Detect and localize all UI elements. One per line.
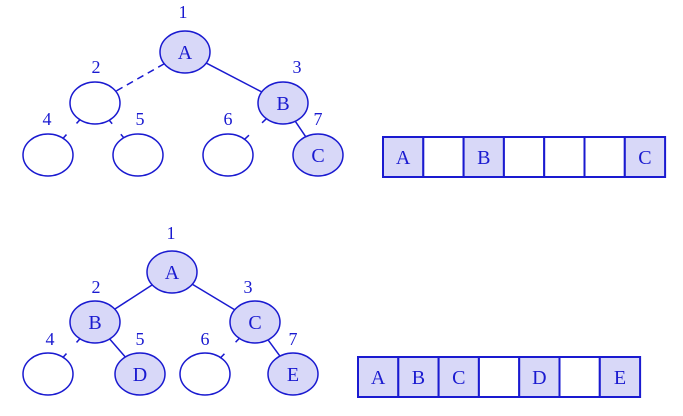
- array-cell: [583, 136, 626, 178]
- node-index: 4: [43, 109, 52, 129]
- tree-node: A: [159, 30, 211, 74]
- array-cell-label: D: [532, 367, 546, 389]
- node-ellipse: [112, 133, 164, 177]
- edge-stub: [62, 353, 68, 358]
- tree-node: [69, 81, 121, 125]
- array-cell: [502, 136, 546, 178]
- node-index: 5: [136, 329, 145, 349]
- edge-stub: [220, 353, 225, 359]
- node-index: 3: [293, 57, 302, 77]
- edge-stub: [235, 337, 240, 343]
- tree-node: D: [114, 352, 166, 396]
- tree-node: [179, 352, 231, 396]
- node-index: 2: [92, 57, 101, 77]
- edge-solid: [109, 338, 126, 358]
- tree-node: B: [69, 300, 121, 344]
- array-cell: [518, 356, 561, 398]
- node-index: 4: [46, 329, 55, 349]
- node-index: 5: [136, 109, 145, 129]
- array-cell-label: C: [638, 147, 651, 169]
- node-index: 6: [224, 109, 233, 129]
- array-cell: [397, 356, 440, 398]
- node-ellipse: [22, 352, 74, 396]
- tree-node: C: [229, 300, 281, 344]
- tree-node: C: [292, 133, 344, 177]
- tree-node: A: [146, 250, 198, 294]
- array-cell-label: B: [477, 147, 490, 169]
- tree-node: [22, 352, 74, 396]
- array-cell: [598, 356, 642, 398]
- node-ellipse: [179, 352, 231, 396]
- node-index: 7: [289, 329, 298, 349]
- node-index: 3: [244, 277, 253, 297]
- node-ellipse: [114, 352, 166, 396]
- node-ellipse: [202, 133, 254, 177]
- node-index: 6: [201, 329, 210, 349]
- node-index: 2: [92, 277, 101, 297]
- tree-node: B: [257, 81, 309, 125]
- node-ellipse: [292, 133, 344, 177]
- array-cell-label: A: [396, 147, 411, 169]
- node-ellipse: [69, 81, 121, 125]
- array-top: A B C: [382, 136, 667, 178]
- node-label: D: [133, 364, 147, 386]
- node-index: 1: [179, 2, 188, 22]
- node-ellipse: [267, 352, 319, 396]
- node-ellipse: [146, 250, 198, 294]
- edge-dashed: [115, 63, 165, 92]
- edge-stub: [62, 134, 68, 139]
- array-bottom: A B C D E: [357, 356, 642, 398]
- node-ellipse: [159, 30, 211, 74]
- node-label: C: [311, 145, 324, 167]
- edge-solid: [205, 62, 263, 93]
- edge-solid: [294, 120, 307, 138]
- tree-top: A 1 2B3 4 5 6C 7: [22, 2, 344, 177]
- array-cell: [422, 136, 465, 178]
- edge-stub: [244, 134, 250, 140]
- array-cell: [437, 356, 480, 398]
- edge-stub: [75, 338, 81, 343]
- array-cell: [558, 356, 601, 398]
- edge-solid: [267, 339, 281, 357]
- node-label: A: [178, 42, 193, 64]
- array-cell: [543, 136, 586, 178]
- array-cell-label: E: [614, 367, 626, 389]
- array-cell-label: B: [412, 367, 425, 389]
- node-ellipse: [22, 133, 74, 177]
- node-ellipse: [229, 300, 281, 344]
- tree-node: [202, 133, 254, 177]
- edge-stub: [75, 119, 81, 124]
- node-label: B: [88, 312, 101, 334]
- tree-bottom: A 1B 2C 3 4D 5 6E 7: [22, 223, 319, 396]
- array-cell-label: A: [371, 367, 386, 389]
- node-ellipse: [69, 300, 121, 344]
- tree-node: [112, 133, 164, 177]
- array-cell: [357, 356, 400, 398]
- node-label: A: [165, 262, 180, 284]
- array-cell: [623, 136, 667, 178]
- node-label: E: [287, 364, 299, 386]
- edge-stub: [261, 118, 267, 124]
- node-label: B: [276, 93, 289, 115]
- node-index: 7: [314, 109, 323, 129]
- edge-solid: [191, 283, 236, 311]
- node-index: 1: [167, 223, 176, 243]
- tree-node: [22, 133, 74, 177]
- node-label: C: [248, 312, 261, 334]
- node-ellipse: [257, 81, 309, 125]
- edge-solid: [114, 284, 153, 310]
- tree-node: E: [267, 352, 319, 396]
- array-cell: [462, 136, 505, 178]
- array-cell: [477, 356, 521, 398]
- array-cell-label: C: [452, 367, 465, 389]
